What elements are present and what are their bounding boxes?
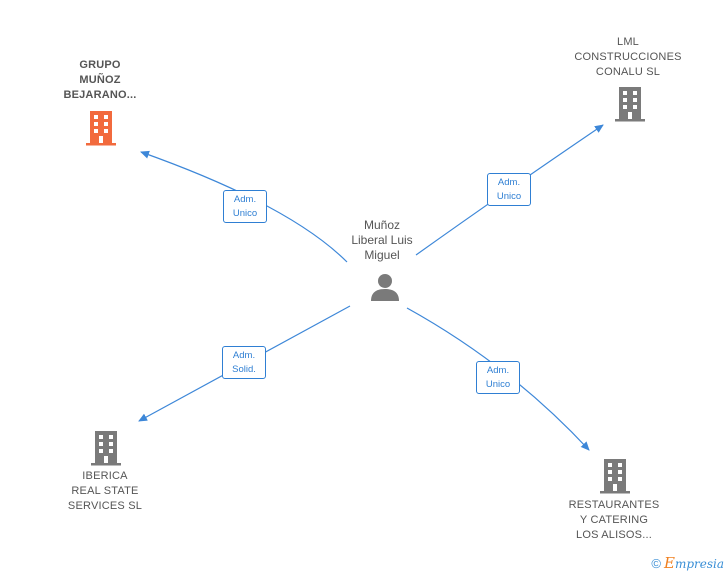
company-name-line: BEJARANO... xyxy=(63,89,137,101)
company-name-line: GRUPO xyxy=(79,59,121,71)
role-text: Solid. xyxy=(232,364,256,375)
empresia-logo: Empresia xyxy=(664,554,724,572)
company-name-line: RESTAURANTES xyxy=(568,499,660,511)
edge-badge-restaurantes[interactable]: Adm. Unico xyxy=(476,361,520,394)
person-name-line: Miguel xyxy=(364,248,400,262)
person-name-line: Muñoz xyxy=(363,218,401,232)
person-icon[interactable] xyxy=(369,272,401,302)
company-name-line: MUÑOZ xyxy=(79,74,121,86)
company-name-line: REAL STATE xyxy=(71,485,139,497)
person-label[interactable]: Muñoz Liberal Luis Miguel xyxy=(332,218,432,263)
building-icon[interactable] xyxy=(598,458,632,494)
company-name-line: Y CATERING xyxy=(579,514,649,526)
role-text: Adm. xyxy=(232,350,256,361)
company-label-restaurantes[interactable]: RESTAURANTES Y CATERING LOS ALISOS... xyxy=(555,498,673,543)
building-icon[interactable] xyxy=(613,86,647,122)
company-label-grupo[interactable]: GRUPO MUÑOZ BEJARANO... xyxy=(45,58,155,103)
role-text: Adm. xyxy=(233,194,257,205)
empresia-footer[interactable]: © Empresia xyxy=(651,554,724,572)
company-name-line: LML xyxy=(617,36,639,48)
company-name-line: SERVICES SL xyxy=(67,500,143,512)
role-text: Adm. xyxy=(497,177,521,188)
edge-badge-lml[interactable]: Adm. Unico xyxy=(487,173,531,206)
brand-initial: E xyxy=(663,554,675,572)
role-text: Adm. xyxy=(486,365,510,376)
brand-name: mpresia xyxy=(674,557,724,571)
company-label-iberica[interactable]: IBERICA REAL STATE SERVICES SL xyxy=(50,469,160,514)
company-name-line: CONALU SL xyxy=(595,66,661,78)
role-text: Unico xyxy=(496,191,522,202)
role-text: Unico xyxy=(485,379,511,390)
building-icon[interactable] xyxy=(84,110,118,146)
company-label-lml[interactable]: LML CONSTRUCCIONES CONALU SL xyxy=(563,35,693,80)
person-name-line: Liberal Luis xyxy=(351,233,413,247)
company-name-line: IBERICA xyxy=(82,470,128,482)
edge-line-grupo xyxy=(140,150,348,263)
role-text: Unico xyxy=(232,208,258,219)
company-name-line: LOS ALISOS... xyxy=(576,529,652,541)
building-icon[interactable] xyxy=(89,430,123,466)
edge-badge-grupo[interactable]: Adm. Unico xyxy=(223,190,267,223)
copyright-icon: © xyxy=(651,555,661,571)
edge-badge-iberica[interactable]: Adm. Solid. xyxy=(222,346,266,379)
company-name-line: CONSTRUCCIONES xyxy=(574,51,682,63)
